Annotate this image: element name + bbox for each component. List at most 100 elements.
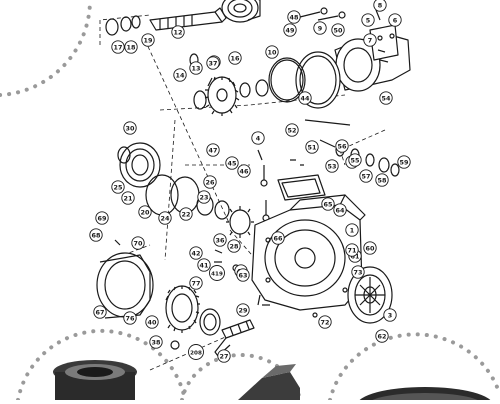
callout-circle <box>335 139 349 153</box>
callout-label: 62 <box>378 332 387 340</box>
callout-22: 22 <box>179 207 193 221</box>
callout-label: 19 <box>144 36 153 44</box>
callout-71: 71 <box>345 243 359 257</box>
shaft-seals <box>105 15 141 36</box>
callout-label: 65 <box>324 200 333 208</box>
callout-circle <box>285 123 299 137</box>
callout-63: 63 <box>236 268 250 282</box>
callout-36: 36 <box>213 233 227 247</box>
callout-66: 66 <box>271 231 285 245</box>
callout-label: 45 <box>228 159 237 167</box>
callout-label: 22 <box>182 210 191 218</box>
callout-label: 50 <box>334 26 343 34</box>
callout-10: 10 <box>265 45 279 59</box>
callout-18: 18 <box>124 40 138 54</box>
callout-circle <box>111 180 125 194</box>
callout-38: 38 <box>149 335 163 349</box>
callout-76: 76 <box>123 311 137 325</box>
callout-label: 8 <box>378 1 383 9</box>
callout-label: 37 <box>209 59 218 67</box>
callout-label: 24 <box>161 214 170 222</box>
callout-label: 73 <box>354 268 363 276</box>
callout-20: 20 <box>138 205 152 219</box>
callout-6: 6 <box>388 13 402 27</box>
seal-ring <box>199 308 221 336</box>
callout-circle <box>298 91 312 105</box>
callout-circle <box>138 205 152 219</box>
callout-3: 3 <box>383 308 397 322</box>
callout-65: 65 <box>321 197 335 211</box>
callout-label: 12 <box>174 28 183 36</box>
callout-label: 36 <box>216 236 225 244</box>
callout-circle <box>189 276 203 290</box>
callout-circle <box>228 51 242 65</box>
callout-19: 19 <box>141 33 155 47</box>
callout-circle <box>225 156 239 170</box>
callout-54: 54 <box>379 91 393 105</box>
callout-label: 70 <box>134 239 143 247</box>
callout-circle <box>287 10 301 24</box>
callout-8: 8 <box>373 0 387 12</box>
callout-circle <box>251 131 265 145</box>
callout-45: 45 <box>225 156 239 170</box>
callout-label: 52 <box>288 126 297 134</box>
callout-label: 54 <box>382 94 391 102</box>
callout-24: 24 <box>158 211 172 225</box>
bearing-cup <box>117 142 161 188</box>
callout-label: 18 <box>127 43 136 51</box>
callout-label: 71 <box>348 246 357 254</box>
callout-62: 62 <box>375 329 389 343</box>
callout-circle <box>173 68 187 82</box>
callout-circle <box>145 315 159 329</box>
callout-label: 46 <box>240 167 249 175</box>
callout-label: 59 <box>400 158 409 166</box>
callout-label: 20 <box>141 208 150 216</box>
callout-label: 4 <box>256 134 261 142</box>
callout-55: 55 <box>348 153 362 167</box>
callout-circle <box>209 265 225 281</box>
callout-77: 77 <box>189 276 203 290</box>
callout-label: 1 <box>350 226 354 234</box>
callout-46: 46 <box>237 164 251 178</box>
callout-label: 53 <box>328 162 337 170</box>
callout-label: 27 <box>220 352 229 360</box>
callout-70: 70 <box>131 236 145 250</box>
clutch-disc <box>347 266 393 324</box>
callout-circle <box>149 335 163 349</box>
callout-57: 57 <box>359 169 373 183</box>
callout-53: 53 <box>325 159 339 173</box>
callout-circle <box>171 25 185 39</box>
callout-label: 66 <box>274 234 283 242</box>
small-fasteners-top <box>299 7 381 21</box>
callout-label: 7 <box>368 36 372 44</box>
callout-60: 60 <box>363 241 377 255</box>
callout-circle <box>179 207 193 221</box>
inset-circle-top-left <box>0 0 93 97</box>
callout-label: 47 <box>209 146 218 154</box>
callout-label: 60 <box>366 244 375 252</box>
callout-419: 419 <box>209 265 225 281</box>
callout-17: 17 <box>111 40 125 54</box>
callout-circle <box>188 344 204 360</box>
callout-52: 52 <box>285 123 299 137</box>
callout-68: 68 <box>89 228 103 242</box>
callout-21: 21 <box>121 191 135 205</box>
callout-circle <box>383 308 397 322</box>
callout-label: 28 <box>230 242 239 250</box>
callout-29: 29 <box>236 303 250 317</box>
callout-circle <box>206 143 220 157</box>
callout-67: 67 <box>93 305 107 319</box>
callout-label: 10 <box>268 48 277 56</box>
callout-label: 44 <box>301 94 310 102</box>
callout-50: 50 <box>331 23 345 37</box>
callout-label: 76 <box>126 314 135 322</box>
callout-label: 40 <box>148 318 157 326</box>
callout-1: 1 <box>345 223 359 237</box>
callout-circle <box>237 164 251 178</box>
callout-circle <box>345 223 359 237</box>
callout-circle <box>397 155 411 169</box>
callout-26: 26 <box>203 175 217 189</box>
